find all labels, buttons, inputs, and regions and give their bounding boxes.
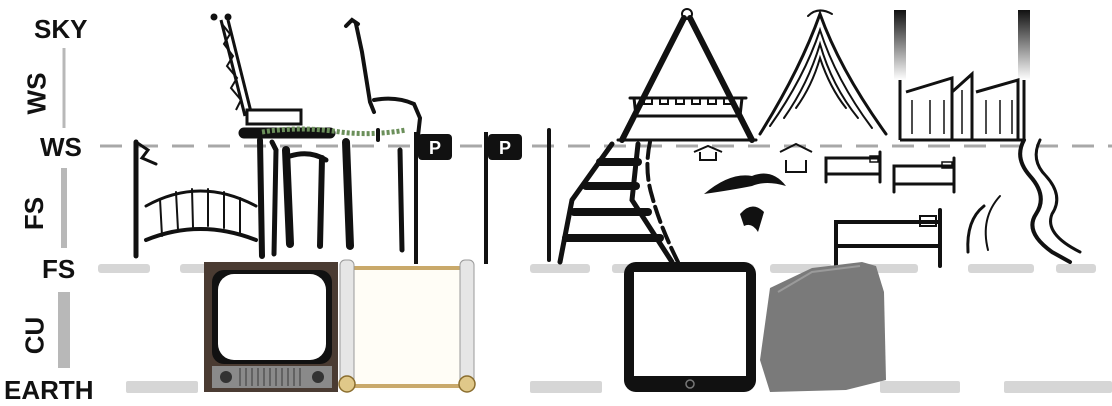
factory-icon <box>894 10 1030 140</box>
tablet-icon <box>624 262 756 392</box>
table-legs-icon <box>272 142 402 254</box>
parking-sign-icon: P <box>486 132 522 264</box>
crane-icon <box>211 14 335 138</box>
small-tent-icon <box>694 144 812 172</box>
stone-tablet-icon <box>760 262 886 392</box>
bed-icon <box>836 210 940 266</box>
bed-icon <box>826 152 880 182</box>
river-icon <box>968 140 1080 262</box>
parking-sign-label: P <box>429 138 441 158</box>
parking-sign-icon: P <box>416 132 452 264</box>
rope-bridge-icon <box>136 140 262 256</box>
tent-tower-icon <box>618 9 756 140</box>
giraffe-icon <box>346 20 420 140</box>
parking-sign-label: P <box>499 138 511 158</box>
bird-icon <box>704 174 786 232</box>
bed-icon <box>894 158 954 192</box>
scroll-icon <box>339 260 475 392</box>
television-icon <box>204 262 338 392</box>
mountain-peak-icon <box>760 10 886 134</box>
